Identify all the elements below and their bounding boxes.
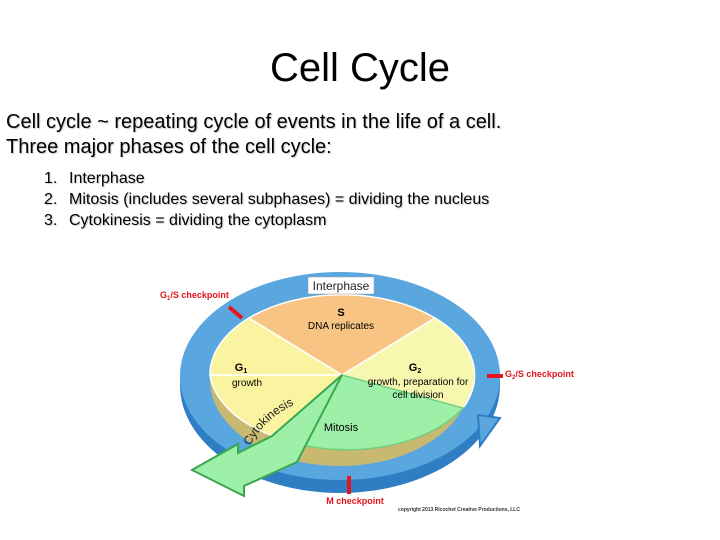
phase-list-item: 2. Mitosis (includes several subphases) =… — [44, 189, 489, 210]
phase-number: 3. — [44, 212, 58, 229]
m-checkpoint-label: M checkpoint — [326, 496, 384, 506]
phase-number: 2. — [44, 191, 58, 208]
phase-list: 1. Interphase 2. Mitosis (includes several… — [44, 168, 489, 231]
interphase-label-box — [307, 276, 375, 295]
slide-title: Cell Cycle — [269, 46, 451, 90]
ring-arrowhead — [476, 413, 502, 449]
interphase-label: Interphase — [313, 279, 370, 293]
g2-description-line: growth, preparation for — [368, 377, 469, 388]
intro-line-definition: Cell cycle ~ repeating cycle of events i… — [6, 111, 502, 133]
g1-lower-wedge — [209, 374, 344, 437]
g1s-checkpoint-label: G1/S checkpoint — [160, 290, 229, 302]
g1-description: growth — [232, 378, 262, 389]
copyright-text: copyright 2013 Ricochet Creative Product… — [398, 507, 520, 513]
g2s-checkpoint-label: G2/S checkpoint — [505, 369, 574, 381]
g2-label: G2 — [409, 362, 422, 375]
intro-text: Cell cycle ~ repeating cycle of events i… — [6, 110, 716, 160]
phase-list-item: 3. Cytokinesis = dividing the cytoplasm — [44, 210, 489, 231]
cytokinesis-arrow — [189, 374, 343, 498]
phase-number: 1. — [44, 170, 58, 187]
g2-wedge — [340, 317, 476, 409]
mitosis-label: Mitosis — [324, 422, 359, 434]
phase-list-item: 1. Interphase — [44, 168, 489, 189]
s-phase-wedge — [247, 294, 437, 376]
phase-text: Mitosis (includes several subphases) = d… — [69, 191, 490, 208]
intro-line-phases: Three major phases of the cell cycle: — [6, 136, 332, 158]
g2-description-line: cell division — [392, 390, 443, 401]
g1-wedge — [209, 317, 345, 376]
g1s-checkpoint-marker — [227, 305, 244, 320]
g1-label: G1 — [235, 362, 248, 375]
phase-text: Interphase — [69, 170, 145, 187]
s-phase-label: S — [337, 307, 344, 319]
phase-text: Cytokinesis = dividing the cytoplasm — [69, 212, 327, 229]
s-phase-description: DNA replicates — [308, 321, 374, 332]
